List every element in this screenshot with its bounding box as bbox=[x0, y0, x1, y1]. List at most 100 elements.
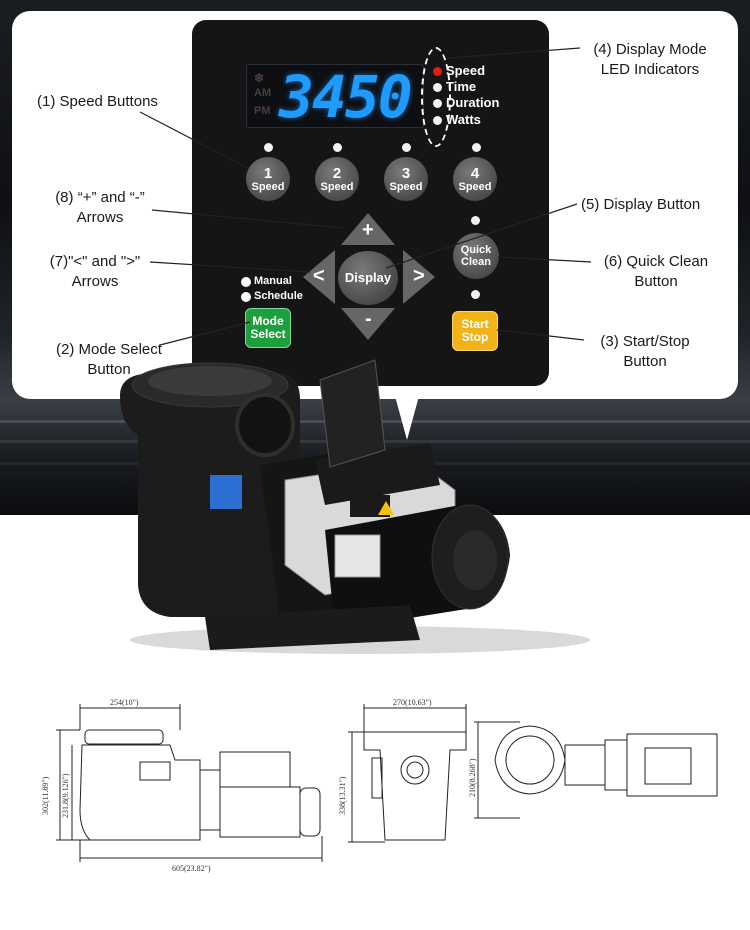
snowflake-icon: ❄ bbox=[254, 71, 265, 85]
manual-indicator bbox=[241, 277, 251, 287]
mode-select-button[interactable]: Mode Select bbox=[245, 308, 291, 348]
leader-display bbox=[385, 203, 578, 269]
label-quick-clean: (6) Quick Clean Button bbox=[592, 252, 720, 292]
select-label: Select bbox=[250, 327, 286, 341]
strainer-lid-top bbox=[148, 366, 272, 396]
display-button[interactable]: Display bbox=[338, 251, 398, 305]
label-plus-minus-line2: Arrows bbox=[76, 209, 124, 226]
start-stop-button[interactable]: Start Stop bbox=[452, 311, 498, 351]
speed-1-number: 1 bbox=[263, 164, 273, 182]
speed-3-button[interactable]: 3 Speed bbox=[384, 157, 428, 201]
left-chevron-icon: < bbox=[313, 265, 325, 287]
leader-quick-clean bbox=[497, 256, 592, 263]
speed-3-led bbox=[402, 143, 411, 152]
speed-4-led bbox=[472, 143, 481, 152]
side-view-drawing bbox=[56, 704, 323, 862]
start-label: Start bbox=[461, 317, 489, 331]
energy-star-badge bbox=[210, 475, 242, 509]
plus-arrow-button[interactable] bbox=[341, 213, 395, 245]
leader-display-mode bbox=[447, 47, 581, 59]
speed-3-number: 3 bbox=[401, 164, 411, 182]
dim-front-height: 338(13.31") bbox=[338, 776, 347, 815]
callout-tail bbox=[395, 396, 419, 440]
lcd-am-indicator: AM bbox=[254, 87, 272, 99]
led-highlight-ring bbox=[421, 47, 451, 147]
schedule-indicator bbox=[241, 292, 251, 302]
label-plus-minus-line1: (8) “+” and “-” bbox=[55, 189, 145, 206]
duration-led-label: Duration bbox=[446, 95, 500, 110]
inlet-port bbox=[235, 393, 295, 457]
quick-clean-led bbox=[471, 216, 480, 225]
time-led-label: Time bbox=[446, 79, 477, 94]
leader-plus-minus bbox=[151, 209, 345, 229]
label-lt-gt-line2: Arrows bbox=[71, 273, 119, 290]
speed-1-led bbox=[264, 143, 273, 152]
speed-4-button[interactable]: 4 Speed bbox=[453, 157, 497, 201]
dim-top-height: 210(8.268") bbox=[468, 758, 477, 797]
leader-start-stop bbox=[496, 329, 585, 341]
label-start-stop-line1: (3) Start/Stop bbox=[600, 333, 690, 350]
speed-4-label: Speed bbox=[458, 180, 492, 193]
speed-2-button[interactable]: 2 Speed bbox=[315, 157, 359, 201]
motor-label-plate bbox=[334, 534, 381, 578]
leader-lines bbox=[139, 47, 592, 346]
stop-label: Stop bbox=[461, 330, 489, 344]
label-quick-clean-line2: Button bbox=[634, 273, 678, 290]
lcd-pm-indicator: PM bbox=[254, 105, 271, 117]
label-plus-minus: (8) “+” and “-” Arrows bbox=[40, 188, 160, 228]
speed-2-label: Speed bbox=[320, 180, 354, 193]
speed-1-label: Speed bbox=[251, 180, 285, 193]
leader-speed-buttons bbox=[139, 111, 249, 169]
right-arrow-button[interactable] bbox=[403, 250, 435, 304]
dim-front-width: 270(10.63") bbox=[393, 698, 432, 707]
manual-label: Manual bbox=[254, 275, 292, 287]
quick-clean-button[interactable]: Quick Clean bbox=[453, 233, 499, 279]
speed-1-button[interactable]: 1 Speed bbox=[246, 157, 290, 201]
motor-fan-grille bbox=[453, 530, 497, 590]
label-display-mode-line2: LED Indicators bbox=[600, 61, 700, 78]
top-view-drawing bbox=[474, 721, 718, 819]
leader-mode-select bbox=[159, 321, 251, 346]
speed-3-label: Speed bbox=[389, 180, 423, 193]
label-display-mode: (4) Display Mode LED Indicators bbox=[574, 40, 726, 80]
warning-icon bbox=[378, 501, 394, 515]
pump-illustration bbox=[120, 359, 590, 654]
label-mode-select-line2: Button bbox=[87, 361, 131, 378]
label-start-stop-line2: Button bbox=[623, 353, 667, 370]
quick-clean-line2: Clean bbox=[461, 256, 491, 268]
lcd-display: ❄ AM PM 3450 bbox=[246, 63, 424, 131]
dim-side-inner-height: 231.8(9.126") bbox=[61, 773, 70, 818]
speed-4-number: 4 bbox=[470, 164, 480, 182]
start-stop-led bbox=[471, 290, 480, 299]
minus-arrow-button[interactable] bbox=[341, 308, 395, 340]
quick-clean-line1: Quick bbox=[460, 244, 492, 256]
label-lt-gt: (7)"<" and ">" Arrows bbox=[32, 252, 158, 292]
speed-led-label: Speed bbox=[446, 63, 486, 78]
speed-2-number: 2 bbox=[332, 164, 342, 182]
dim-side-height: 302(11.89") bbox=[41, 776, 50, 815]
pump-base bbox=[205, 605, 420, 650]
leader-lt-gt bbox=[149, 261, 311, 273]
right-chevron-icon: > bbox=[413, 265, 425, 287]
minus-icon: - bbox=[365, 308, 372, 330]
front-view-drawing bbox=[348, 704, 467, 843]
plus-icon: + bbox=[362, 219, 374, 241]
watts-led-label: Watts bbox=[446, 112, 481, 127]
schedule-label: Schedule bbox=[254, 290, 303, 302]
technical-drawings: 254(10") 302(11.89") 231.8(9.126") 605(2… bbox=[41, 698, 718, 873]
left-arrow-button[interactable] bbox=[303, 250, 335, 304]
dim-side-length: 605(23.82") bbox=[172, 864, 211, 873]
mode-label: Mode bbox=[252, 314, 284, 328]
label-start-stop: (3) Start/Stop Button bbox=[586, 332, 704, 372]
label-speed-buttons: (1) Speed Buttons bbox=[37, 93, 158, 110]
label-display-mode-line1: (4) Display Mode bbox=[593, 41, 707, 58]
speed-2-led bbox=[333, 143, 342, 152]
label-mode-select: (2) Mode Select Button bbox=[30, 340, 188, 380]
label-quick-clean-line1: (6) Quick Clean bbox=[603, 253, 709, 270]
label-lt-gt-line1: (7)"<" and ">" bbox=[49, 253, 141, 270]
label-display-button: (5) Display Button bbox=[581, 196, 701, 213]
controller-cover bbox=[319, 359, 386, 468]
label-mode-select-line1: (2) Mode Select bbox=[56, 341, 162, 358]
lcd-digits: 3450 bbox=[279, 63, 413, 131]
dim-side-top: 254(10") bbox=[110, 698, 139, 707]
